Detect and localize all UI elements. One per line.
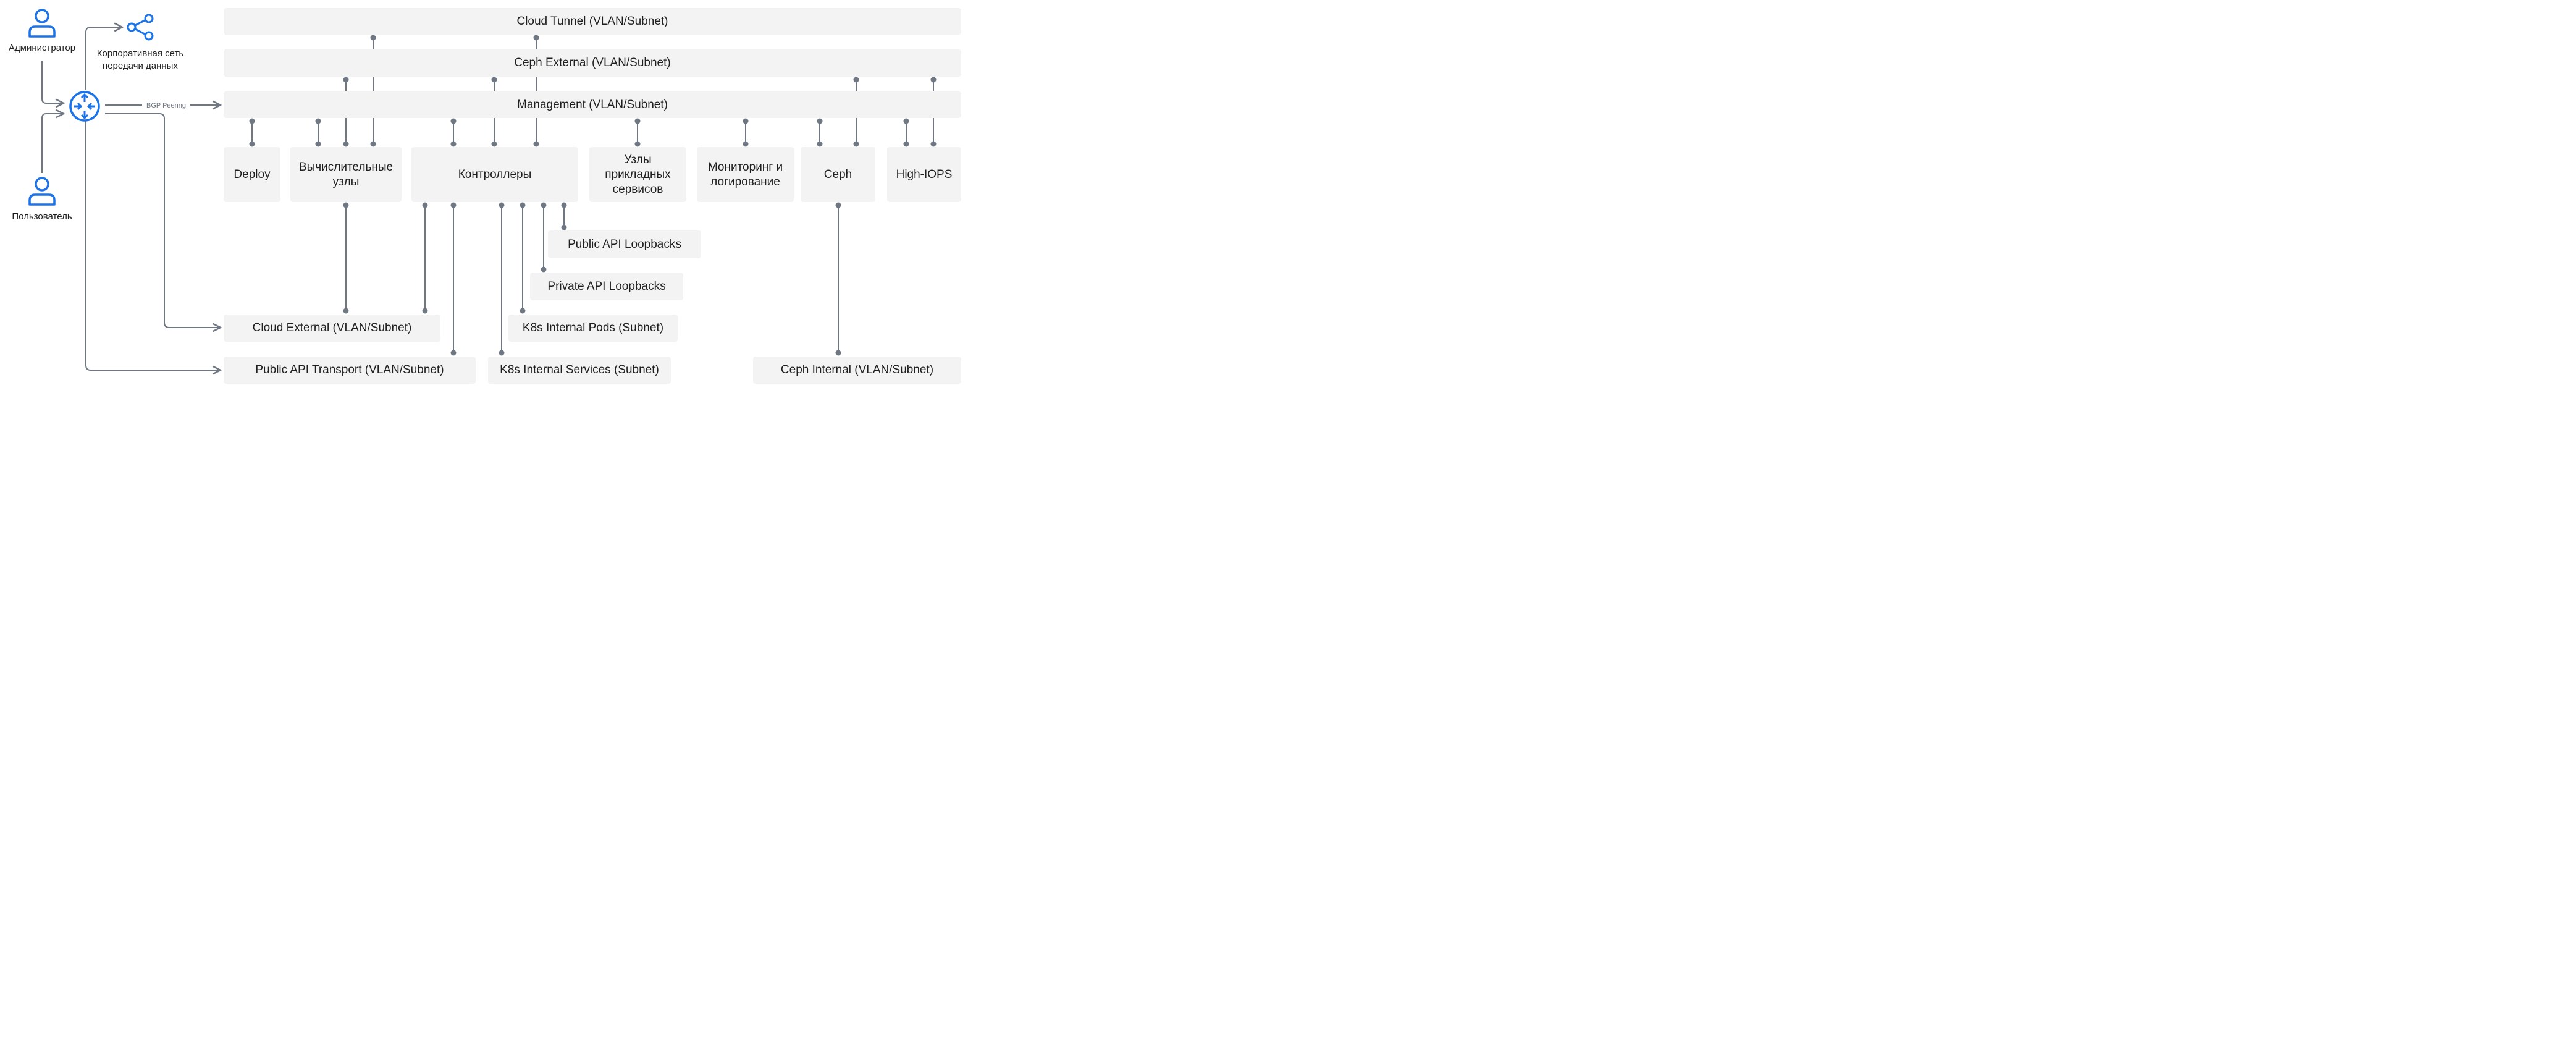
corporate-network-label: Корпоративная сеть передачи данных bbox=[89, 48, 192, 72]
network-k8s-internal-pods: K8s Internal Pods (Subnet) bbox=[508, 315, 678, 342]
corporate-network-label-line2: передачи данных bbox=[103, 61, 178, 71]
corporate-network-label-line1: Корпоративная сеть bbox=[96, 48, 184, 59]
node-high-iops: High-IOPS bbox=[887, 147, 961, 202]
network-share-icon bbox=[127, 14, 154, 41]
node-controllers: Контроллеры bbox=[411, 147, 578, 202]
network-ceph-external: Ceph External (VLAN/Subnet) bbox=[224, 49, 961, 77]
network-public-api-transport: Public API Transport (VLAN/Subnet) bbox=[224, 357, 476, 384]
router-icon bbox=[69, 91, 100, 122]
network-management: Management (VLAN/Subnet) bbox=[224, 91, 961, 118]
network-diagram: BGP Peering Администратор Пользователь К… bbox=[0, 0, 969, 391]
user-icon bbox=[28, 177, 56, 206]
network-public-api-loopbacks: Public API Loopbacks bbox=[548, 230, 701, 258]
network-cloud-external: Cloud External (VLAN/Subnet) bbox=[224, 315, 440, 342]
network-private-api-loopbacks: Private API Loopbacks bbox=[530, 273, 683, 300]
router-links bbox=[41, 27, 221, 370]
node-ceph: Ceph bbox=[801, 147, 875, 202]
bgp-peering-label: BGP Peering bbox=[146, 102, 186, 109]
node-deploy: Deploy bbox=[224, 147, 280, 202]
management-links bbox=[249, 118, 909, 147]
admin-label: Администратор bbox=[8, 43, 76, 53]
network-ceph-internal: Ceph Internal (VLAN/Subnet) bbox=[753, 357, 961, 384]
lower-links bbox=[343, 202, 841, 356]
network-k8s-internal-services: K8s Internal Services (Subnet) bbox=[488, 357, 671, 384]
network-cloud-tunnel: Cloud Tunnel (VLAN/Subnet) bbox=[224, 8, 961, 35]
node-compute: Вычислительные узлы bbox=[290, 147, 402, 202]
connection-lines: BGP Peering bbox=[41, 0, 937, 391]
node-monitoring: Мониторинг и логирование bbox=[697, 147, 794, 202]
node-app-services: Узлы прикладных сервисов bbox=[589, 147, 686, 202]
user-icon bbox=[28, 9, 56, 38]
user-label: Пользователь bbox=[12, 211, 72, 222]
